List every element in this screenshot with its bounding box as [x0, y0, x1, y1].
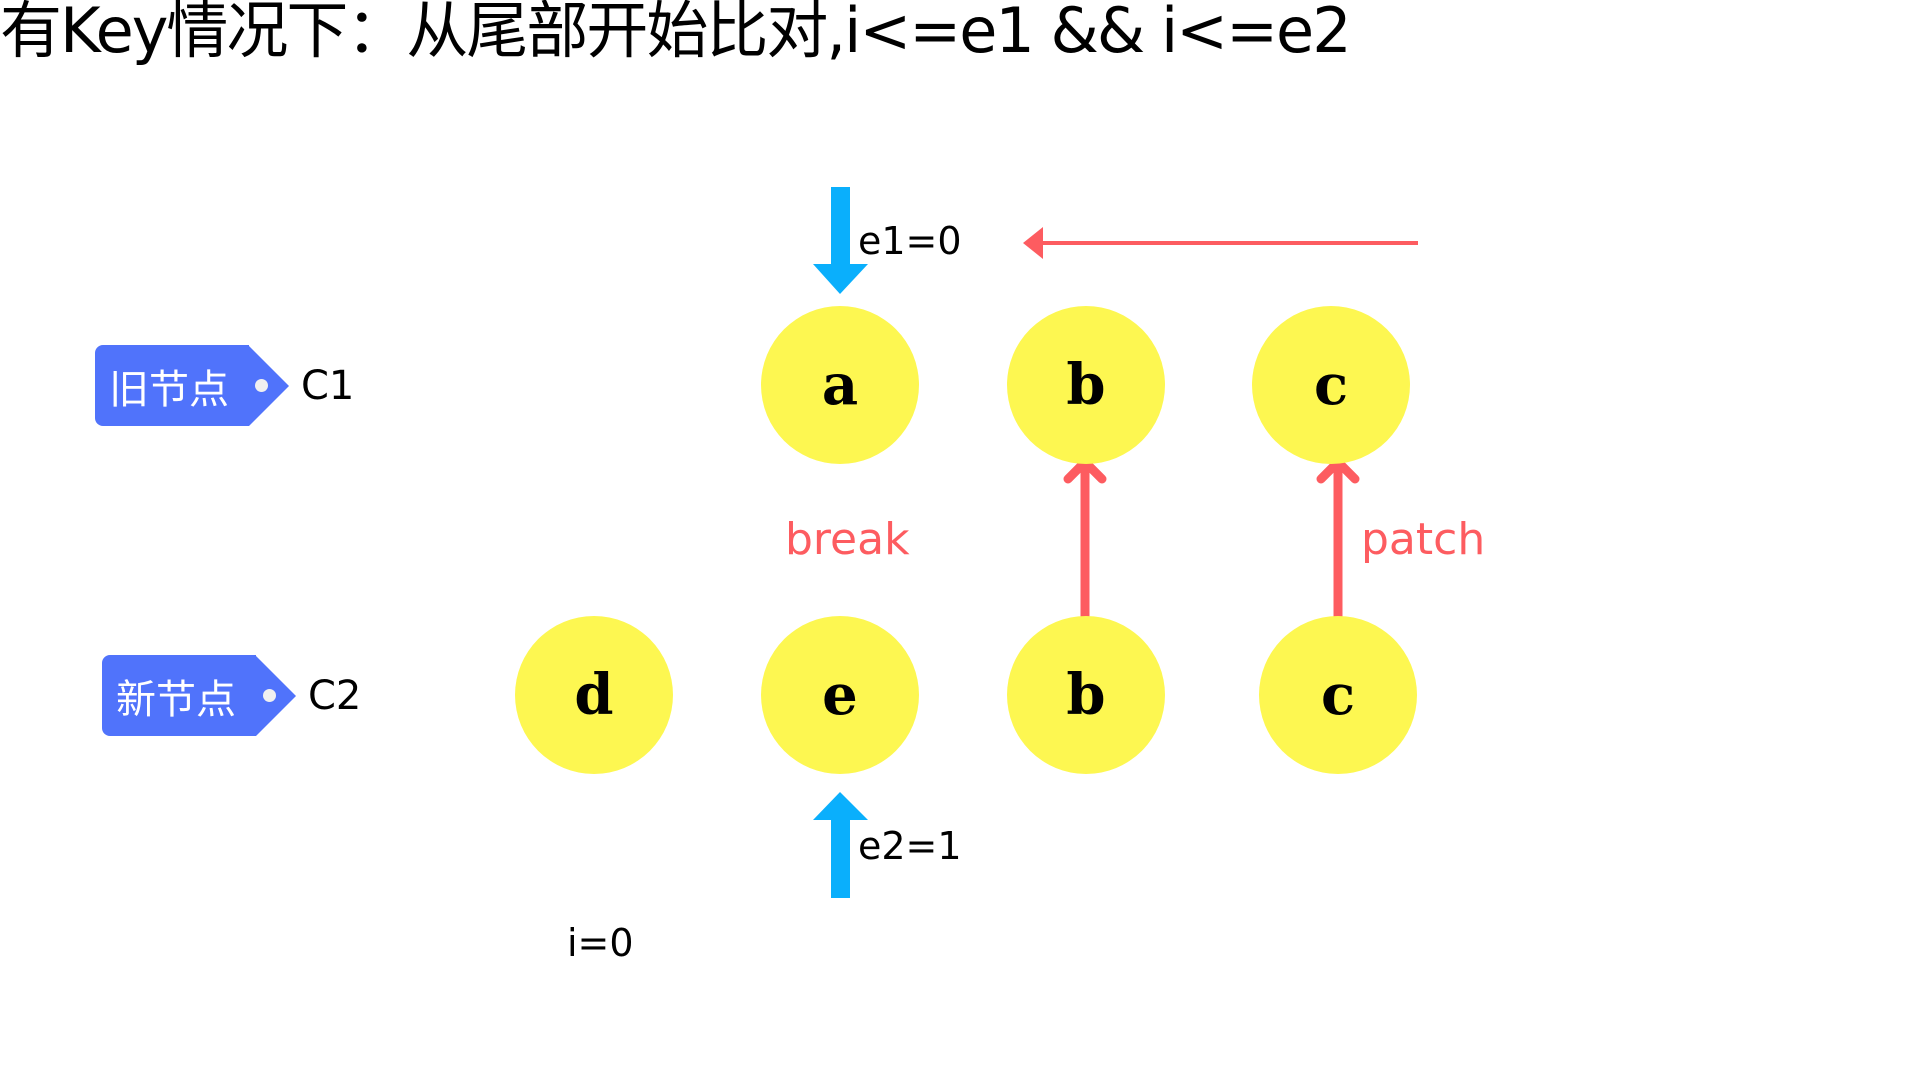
old-nodes-tag: 旧节点 C1	[95, 345, 354, 426]
e1-pointer-arrow	[813, 187, 868, 294]
old-node-b: b	[1007, 306, 1165, 464]
old-nodes-tag-body: 旧节点	[95, 345, 249, 426]
new-nodes-name: C2	[308, 672, 362, 719]
tag-tip-shape	[256, 655, 296, 736]
old-node-a: a	[761, 306, 919, 464]
old-nodes-name: C1	[301, 362, 355, 409]
page-title: 有Key情况下：从尾部开始比对,i<=e1 && i<=e2	[0, 0, 1352, 67]
e2-pointer-arrow	[813, 792, 868, 898]
tag-hole-icon	[263, 689, 276, 702]
patch-arrow-b	[1063, 455, 1107, 627]
compare-direction-arrow	[1023, 227, 1418, 259]
new-node-d: d	[515, 616, 673, 774]
new-nodes-tag-label: 新节点	[116, 676, 236, 723]
new-nodes-tag: 新节点 C2	[102, 655, 361, 736]
old-nodes-tag-label: 旧节点	[109, 366, 229, 413]
patch-arrow-c	[1316, 455, 1360, 627]
new-nodes-tag-body: 新节点	[102, 655, 256, 736]
break-label: break	[785, 514, 910, 565]
e2-label: e2=1	[858, 824, 962, 868]
new-node-e: e	[761, 616, 919, 774]
new-node-b: b	[1007, 616, 1165, 774]
e1-label: e1=0	[858, 219, 962, 263]
old-node-c: c	[1252, 306, 1410, 464]
tag-hole-icon	[255, 379, 268, 392]
i-label: i=0	[567, 921, 634, 965]
new-node-c: c	[1259, 616, 1417, 774]
patch-label: patch	[1361, 514, 1486, 565]
